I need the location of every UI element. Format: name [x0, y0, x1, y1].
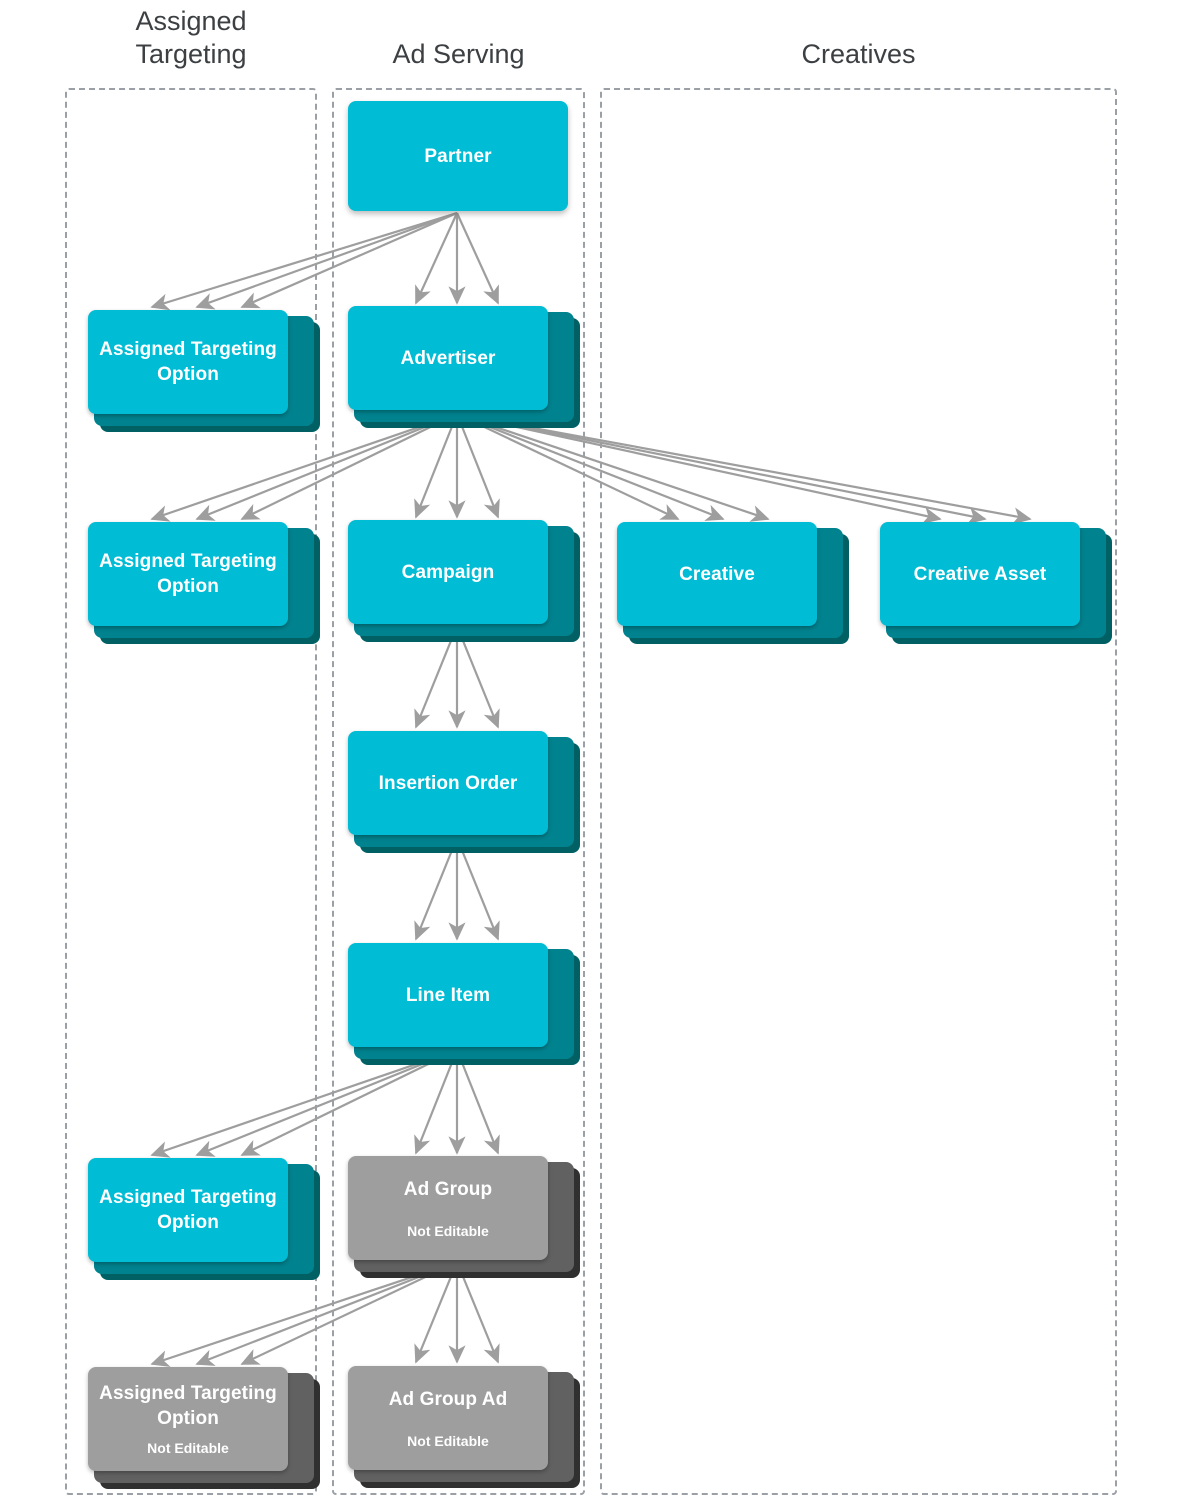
- node-ad-group-sublabel: Not Editable: [407, 1222, 489, 1239]
- node-ato-line-item[interactable]: Assigned Targeting Option: [88, 1158, 320, 1280]
- node-ad-group-ad[interactable]: Ad Group Ad Not Editable: [348, 1366, 580, 1488]
- node-advertiser[interactable]: Advertiser: [348, 306, 580, 428]
- node-ato-line-item-label: Assigned Targeting Option: [99, 1187, 277, 1233]
- node-ato-advertiser-card[interactable]: Assigned Targeting Option: [88, 522, 288, 626]
- column-title-ad-serving: Ad Serving: [392, 39, 525, 69]
- node-advertiser-card[interactable]: Advertiser: [348, 306, 548, 410]
- node-ato-advertiser[interactable]: Assigned Targeting Option: [88, 522, 320, 644]
- node-ad-group-ad-label: Ad Group Ad: [388, 1388, 508, 1410]
- node-line-item[interactable]: Line Item: [348, 943, 580, 1065]
- node-ato-advertiser-label: Assigned Targeting Option: [99, 551, 277, 597]
- column-box-creatives: [600, 88, 1117, 1495]
- node-ad-group-ad-sublabel: Not Editable: [407, 1432, 489, 1449]
- node-line-item-card[interactable]: Line Item: [348, 943, 548, 1047]
- node-line-item-label: Line Item: [405, 984, 491, 1006]
- column-box-ad-serving: [332, 88, 585, 1495]
- node-creative-asset-card[interactable]: Creative Asset: [880, 522, 1080, 626]
- node-insertion-order[interactable]: Insertion Order: [348, 731, 580, 853]
- node-ad-group-card[interactable]: Ad Group Not Editable: [348, 1156, 548, 1260]
- node-partner[interactable]: Partner: [348, 101, 580, 223]
- node-ad-group-ad-card[interactable]: Ad Group Ad Not Editable: [348, 1366, 548, 1470]
- node-ato-ad-group-sublabel: Not Editable: [147, 1440, 229, 1456]
- node-creative[interactable]: Creative: [617, 522, 849, 644]
- node-creative-asset-label: Creative Asset: [913, 563, 1047, 585]
- node-partner-label: Partner: [424, 145, 492, 167]
- node-ato-partner-label: Assigned Targeting Option: [99, 339, 277, 385]
- node-ato-partner-card[interactable]: Assigned Targeting Option: [88, 310, 288, 414]
- column-title-assigned-targeting: Assigned Targeting: [65, 5, 317, 71]
- node-ato-ad-group-label: Assigned Targeting Option: [99, 1383, 277, 1429]
- node-creative-label: Creative: [679, 563, 755, 585]
- node-creative-asset[interactable]: Creative Asset: [880, 522, 1112, 644]
- column-box-assigned-targeting: [65, 88, 317, 1495]
- node-campaign-card[interactable]: Campaign: [348, 520, 548, 624]
- node-creative-card[interactable]: Creative: [617, 522, 817, 626]
- node-ato-ad-group-card[interactable]: Assigned Targeting Option Not Editable: [88, 1367, 288, 1471]
- column-title-line-1: Assigned: [135, 6, 247, 36]
- node-insertion-order-card[interactable]: Insertion Order: [348, 731, 548, 835]
- node-campaign-label: Campaign: [401, 561, 495, 583]
- node-campaign[interactable]: Campaign: [348, 520, 580, 642]
- node-ad-group[interactable]: Ad Group Not Editable: [348, 1156, 580, 1278]
- node-advertiser-label: Advertiser: [400, 347, 496, 369]
- node-ad-group-label: Ad Group: [403, 1178, 493, 1200]
- node-ato-line-item-card[interactable]: Assigned Targeting Option: [88, 1158, 288, 1262]
- node-insertion-order-label: Insertion Order: [378, 772, 518, 794]
- node-partner-card[interactable]: Partner: [348, 101, 568, 211]
- node-ato-ad-group[interactable]: Assigned Targeting Option Not Editable: [88, 1367, 320, 1489]
- node-ato-partner[interactable]: Assigned Targeting Option: [88, 310, 320, 432]
- column-title-creatives: Creatives: [801, 39, 916, 69]
- column-title-line-2: Targeting: [135, 39, 247, 69]
